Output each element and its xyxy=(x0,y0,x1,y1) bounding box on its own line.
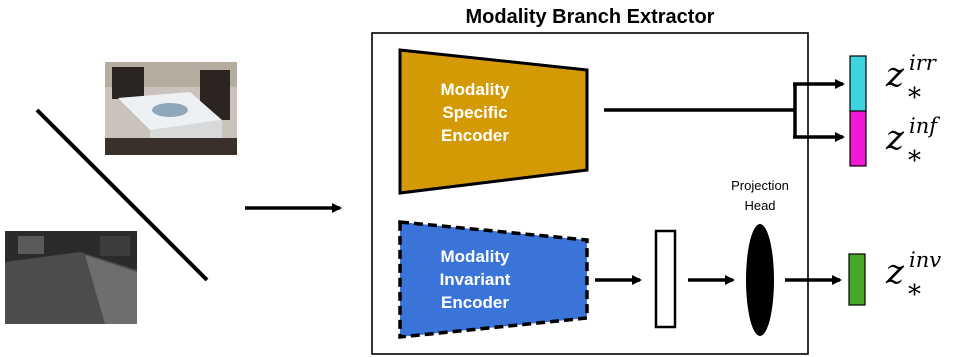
z-irr-label: z irr * xyxy=(886,51,936,113)
feature-vector-box xyxy=(654,229,677,329)
z-inv-vector xyxy=(848,253,866,306)
invariant-encoder-label: Modality Invariant Encoder xyxy=(439,247,511,312)
image-divider-line xyxy=(35,108,209,282)
z-inf-label: z inf * xyxy=(886,114,938,176)
projection-head-shape xyxy=(746,224,774,336)
rgb-image xyxy=(105,62,237,155)
z-irr-vector xyxy=(849,55,867,113)
z-inv-label: z inv * xyxy=(886,248,942,310)
specific-encoder-shape xyxy=(398,48,589,195)
depth-image xyxy=(5,231,137,324)
z-inf-vector xyxy=(849,110,867,167)
extractor-title: Modality Branch Extractor xyxy=(465,6,715,28)
projection-head-label: Projection Head xyxy=(731,178,789,213)
extractor-box xyxy=(371,32,809,355)
invariant-encoder-shape xyxy=(398,220,589,339)
specific-output-connector xyxy=(604,79,845,142)
specific-encoder-label: Modality Specific Encoder xyxy=(440,80,510,145)
